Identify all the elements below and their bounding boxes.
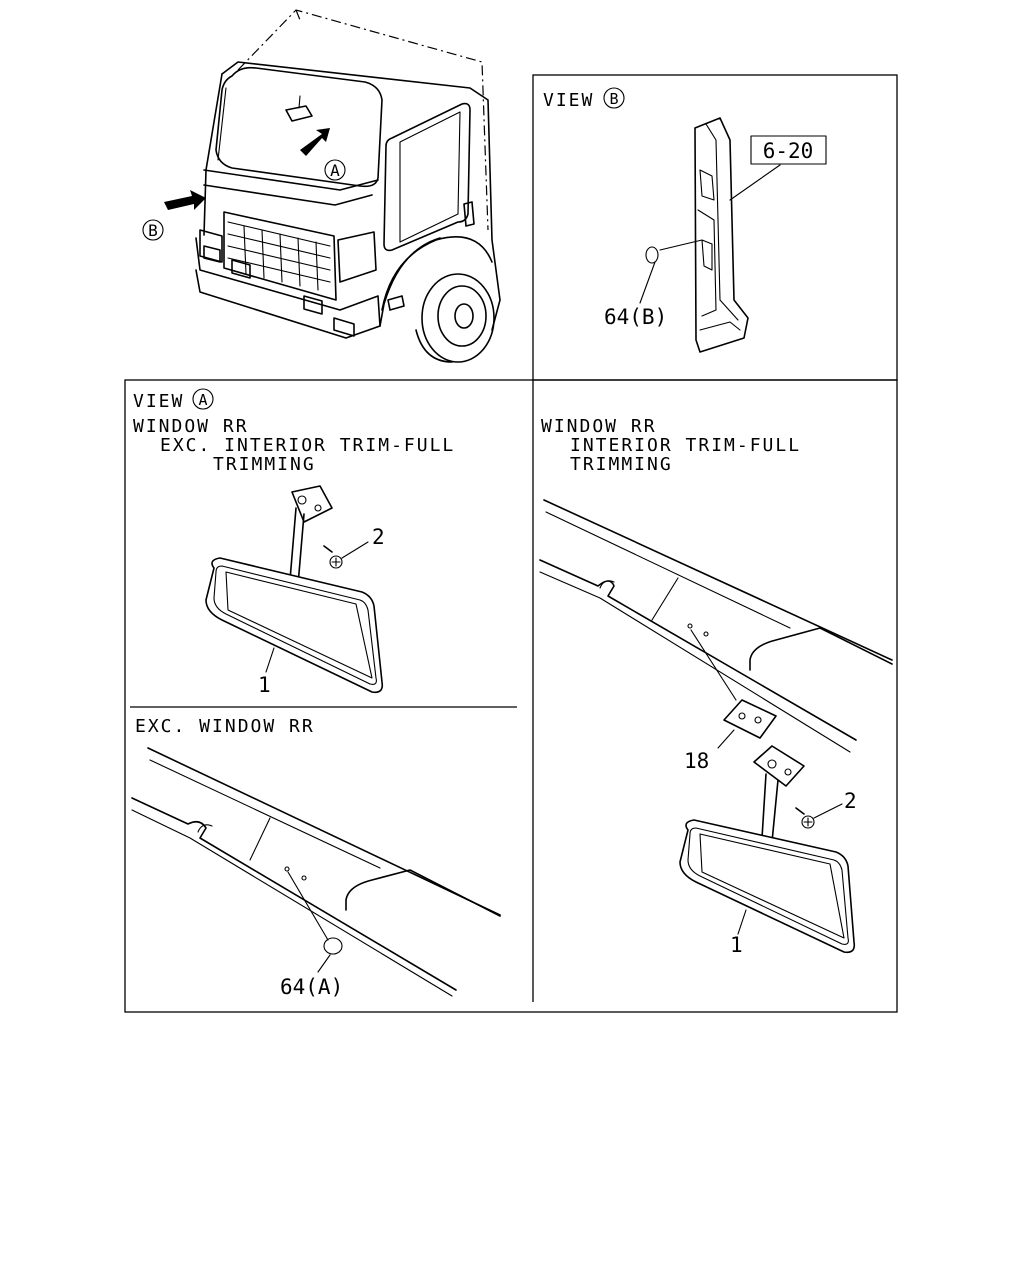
mirror-left-label: 1 — [258, 673, 271, 697]
panel-frames — [124, 74, 898, 1013]
mirror-left-illustration — [205, 485, 384, 694]
plug-b-label: 64(B) — [604, 305, 667, 329]
screw-right-label: 2 — [844, 789, 857, 813]
view-b-circle — [603, 87, 625, 109]
left-spec-line3: TRIMMING — [213, 454, 316, 475]
plug-b-pointer — [659, 239, 703, 251]
view-a-title: VIEW — [133, 391, 184, 412]
bottom-left-title: EXC. WINDOW RR — [135, 716, 315, 737]
overview-letter-a: A — [330, 161, 340, 180]
screw-left-label: 2 — [372, 525, 385, 549]
ref-box-label: 6-20 — [763, 139, 814, 163]
left-spec-line2: EXC. INTERIOR TRIM-FULL — [160, 435, 455, 456]
right-spec-line2: INTERIOR TRIM-FULL — [570, 435, 801, 456]
pillar-illustration — [694, 117, 781, 353]
view-b-letter: B — [609, 90, 618, 108]
ref-box — [750, 135, 827, 165]
right-spec-line3: TRIMMING — [570, 454, 673, 475]
right-spec-line1: WINDOW RR — [541, 416, 657, 437]
mirror-right-illustration — [679, 699, 856, 954]
mirror-right-label: 1 — [730, 933, 743, 957]
truck-cab-illustration — [142, 9, 501, 363]
roof-trim-left-illustration — [131, 747, 501, 997]
left-spec-line1: WINDOW RR — [133, 416, 249, 437]
roof-trim-right-illustration — [539, 499, 893, 753]
bracket-right-label: 18 — [684, 749, 709, 773]
overview-letter-b: B — [148, 221, 158, 240]
plug-b-shape — [645, 246, 659, 264]
view-a-circle — [192, 388, 214, 410]
view-a-letter: A — [198, 391, 207, 409]
plug-a-label: 64(A) — [280, 975, 343, 999]
view-b-title: VIEW — [543, 90, 594, 111]
plug-b-leader — [639, 261, 656, 304]
